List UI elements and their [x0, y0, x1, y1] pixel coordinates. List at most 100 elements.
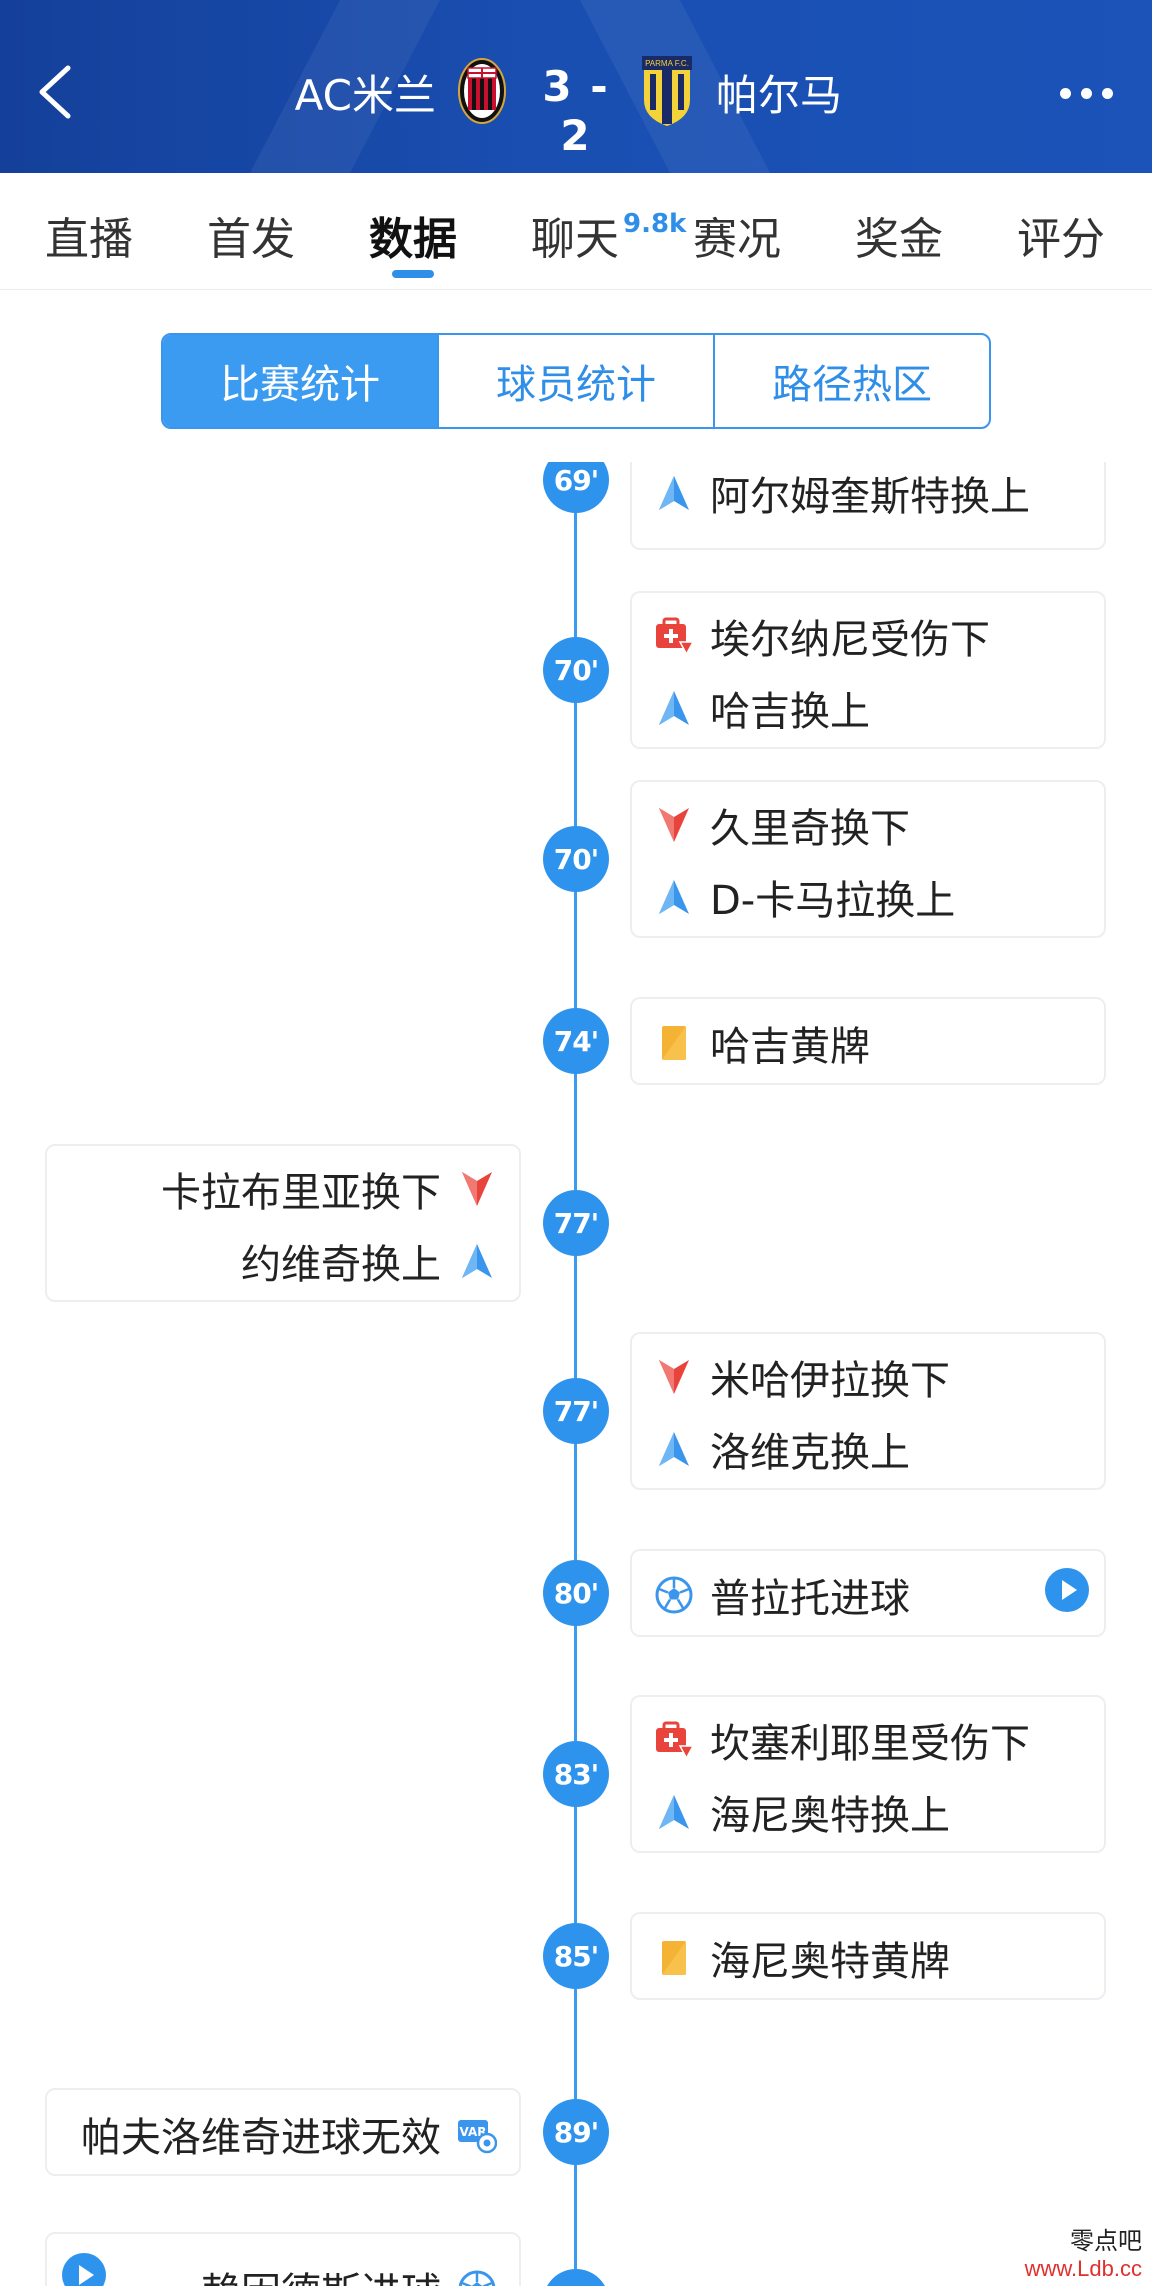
tab-prize[interactable]: 奖金 — [855, 214, 943, 265]
event-line: 赖因德斯进球 — [201, 2259, 497, 2286]
tab-match-events[interactable]: 赛况 — [693, 214, 781, 265]
yellow-card-icon — [654, 1938, 694, 1978]
more-options-button[interactable] — [1060, 84, 1130, 104]
watermark-url: www.Ldb.cc — [1024, 2256, 1142, 2281]
parma-badge-text: PARMA F.C. — [645, 59, 689, 68]
event-card[interactable]: 坎塞利耶里受伤下海尼奥特换上 — [630, 1695, 1106, 1853]
back-button[interactable] — [30, 60, 90, 120]
event-text: 坎塞利耶里受伤下 — [710, 1721, 1030, 1767]
chevron-left-icon — [39, 65, 71, 119]
tab-lineup[interactable]: 首发 — [207, 214, 295, 265]
event-line: 洛维克换上 — [654, 1419, 910, 1479]
event-card[interactable]: 普拉托进球 — [630, 1549, 1106, 1637]
event-card[interactable]: 埃尔纳尼受伤下哈吉换上 — [630, 591, 1106, 749]
minute-marker: 77' — [543, 1378, 609, 1444]
minute-marker: 77' — [543, 1190, 609, 1256]
event-text: 哈吉换上 — [710, 689, 870, 735]
goal-ball-icon — [654, 1575, 694, 1615]
minute-marker: 89' — [543, 2099, 609, 2165]
sub-in-icon — [654, 1792, 694, 1832]
event-line: 阿尔姆奎斯特换上 — [654, 463, 1030, 523]
event-line: 海尼奥特黄牌 — [654, 1928, 950, 1988]
sub-out-icon — [457, 1169, 497, 1209]
minute-marker: 80' — [543, 1560, 609, 1626]
minute-marker: 69' — [543, 462, 609, 513]
svg-text:VAR: VAR — [460, 2125, 487, 2139]
goal-ball-icon — [457, 2269, 497, 2286]
sub-out-icon — [654, 805, 694, 845]
event-text: 海尼奥特换上 — [710, 1793, 950, 1839]
event-card[interactable]: 帕夫洛维奇进球无效 VAR — [45, 2088, 521, 2176]
event-line: 米哈伊拉换下 — [654, 1347, 950, 1407]
event-card[interactable]: 卡拉布里亚换下约维奇换上 — [45, 1144, 521, 1302]
event-line: 哈吉黄牌 — [654, 1013, 870, 1073]
event-text: 海尼奥特黄牌 — [710, 1939, 950, 1985]
event-line: 久里奇换下 — [654, 795, 910, 855]
tab-live[interactable]: 直播 — [45, 214, 133, 265]
site-watermark: 零点吧 www.Ldb.cc — [1025, 2221, 1142, 2282]
match-tabs: 直播 首发 数据 聊天 9.8k 赛况 奖金 评分 — [0, 173, 1152, 290]
tab-ratings[interactable]: 评分 — [1017, 214, 1105, 265]
event-card[interactable]: 哈吉黄牌 — [630, 997, 1106, 1085]
event-card[interactable]: 赖因德斯进球 — [45, 2232, 521, 2286]
event-line: 坎塞利耶里受伤下 — [654, 1710, 1030, 1770]
sub-in-icon — [654, 473, 694, 513]
more-dot-icon — [1060, 88, 1071, 99]
segment-match-stats[interactable]: 比赛统计 — [163, 335, 437, 427]
watermark-title: 零点吧 — [1070, 2227, 1142, 2255]
event-card[interactable]: 米哈伊拉换下洛维克换上 — [630, 1332, 1106, 1490]
event-text: 帕夫洛维奇进球无效 — [81, 2115, 441, 2161]
event-text: D-卡马拉换上 — [710, 878, 956, 924]
minute-marker — [543, 2269, 609, 2286]
more-dot-icon — [1081, 88, 1092, 99]
event-text: 久里奇换下 — [710, 806, 910, 852]
event-line: 约维奇换上 — [241, 1231, 497, 1291]
event-text: 卡拉布里亚换下 — [161, 1170, 441, 1216]
event-text: 米哈伊拉换下 — [710, 1358, 950, 1404]
away-team-name[interactable]: 帕尔马 — [716, 71, 843, 120]
event-text: 哈吉黄牌 — [710, 1024, 870, 1070]
event-line: D-卡马拉换上 — [654, 867, 955, 927]
sub-in-icon — [654, 877, 694, 917]
minute-marker: 83' — [543, 1741, 609, 1807]
minute-marker: 70' — [543, 826, 609, 892]
more-dot-icon — [1102, 88, 1113, 99]
segment-player-stats[interactable]: 球员统计 — [437, 335, 713, 427]
ac-milan-badge-icon[interactable] — [457, 56, 507, 126]
parma-badge-icon[interactable]: PARMA F.C. — [640, 56, 694, 126]
event-line: 帕夫洛维奇进球无效 VAR — [81, 2104, 498, 2164]
minute-marker: 70' — [543, 637, 609, 703]
event-text: 阿尔姆奎斯特换上 — [710, 474, 1030, 520]
match-header: AC米兰 3 - 2 PARMA F.C. 帕尔马 — [0, 0, 1152, 173]
event-card[interactable]: 阿尔姆奎斯特换上 — [630, 462, 1106, 550]
video-play-icon[interactable] — [61, 2252, 107, 2286]
minute-marker: 74' — [543, 1008, 609, 1074]
tab-data[interactable]: 数据 — [369, 214, 457, 265]
event-line: 海尼奥特换上 — [654, 1782, 950, 1842]
yellow-card-icon — [654, 1023, 694, 1063]
match-info: AC米兰 3 - 2 PARMA F.C. 帕尔马 — [0, 56, 1152, 160]
event-text: 普拉托进球 — [710, 1576, 910, 1622]
event-card[interactable]: 海尼奥特黄牌 — [630, 1912, 1106, 2000]
sub-in-icon — [654, 1429, 694, 1469]
stats-segmented-control: 比赛统计 球员统计 路径热区 — [161, 333, 991, 429]
injury-icon — [654, 616, 695, 656]
chat-count-badge: 9.8k — [623, 209, 687, 239]
event-line: 哈吉换上 — [654, 678, 870, 738]
segment-heatmap[interactable]: 路径热区 — [713, 335, 989, 427]
event-line: 普拉托进球 — [654, 1565, 910, 1625]
event-text: 赖因德斯进球 — [201, 2260, 441, 2286]
var-icon: VAR — [457, 2114, 498, 2154]
event-card[interactable]: 久里奇换下 D-卡马拉换上 — [630, 780, 1106, 938]
home-team-name[interactable]: AC米兰 — [294, 71, 436, 120]
sub-in-icon — [654, 688, 694, 728]
minute-marker: 85' — [543, 1923, 609, 1989]
injury-icon — [654, 1720, 695, 1760]
sub-out-icon — [654, 1357, 694, 1397]
match-score: 3 - 2 — [542, 62, 610, 160]
active-tab-indicator — [392, 270, 434, 278]
event-line: 埃尔纳尼受伤下 — [654, 606, 990, 666]
video-play-icon[interactable] — [1044, 1567, 1090, 1613]
event-text: 洛维克换上 — [710, 1430, 910, 1476]
tab-chat[interactable]: 聊天 — [531, 214, 619, 265]
